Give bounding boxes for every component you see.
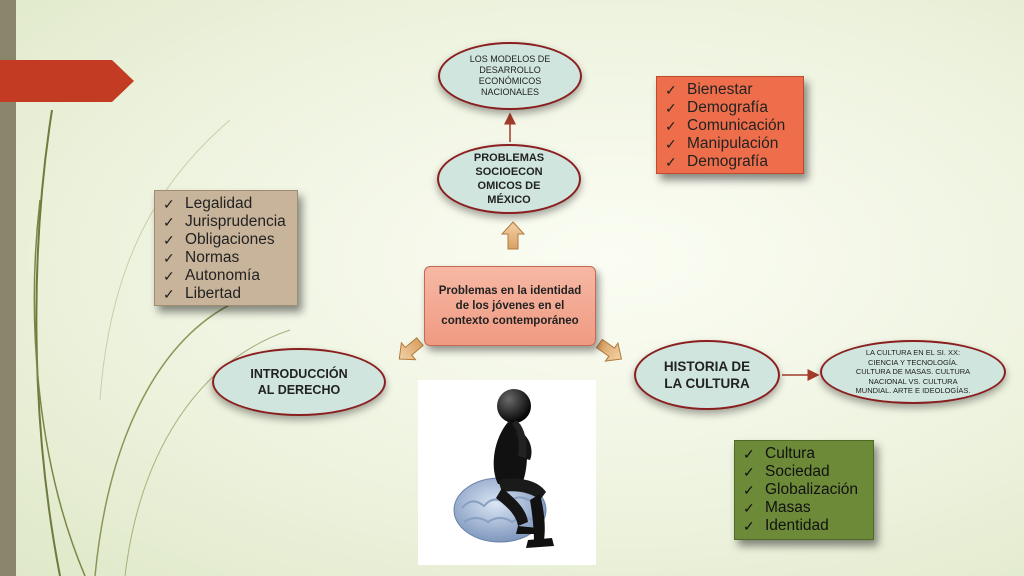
- check-icon: ✓: [665, 118, 677, 134]
- list-cultura-item: ✓Identidad: [743, 517, 829, 534]
- red-arrow-tab: [0, 60, 134, 102]
- block-arrow-right: [595, 338, 623, 362]
- check-icon: ✓: [743, 482, 755, 498]
- central-topic-box: Problemas en la identidad de los jóvenes…: [424, 266, 596, 346]
- list-socioeconomico: ✓Bienestar ✓Demografía ✓Comunicación ✓Ma…: [656, 76, 804, 174]
- block-arrow-left: [398, 337, 424, 361]
- list-derecho-item: ✓Normas: [163, 249, 240, 266]
- check-icon: ✓: [665, 136, 677, 152]
- left-accent-bar: [0, 0, 16, 576]
- thinker-on-brain-image: [418, 380, 596, 565]
- check-icon: ✓: [743, 500, 755, 516]
- list-derecho-item: ✓Autonomía: [163, 267, 260, 284]
- check-icon: ✓: [163, 214, 175, 230]
- list-derecho: ✓Legalidad ✓Jurisprudencia ✓Obligaciones…: [154, 190, 298, 306]
- list-socio-item: ✓Bienestar: [665, 81, 753, 98]
- check-icon: ✓: [163, 286, 175, 302]
- thinker-illustration: [453, 389, 554, 548]
- list-socio-item: ✓Manipulación: [665, 135, 779, 152]
- list-cultura: ✓Cultura ✓Sociedad ✓Globalización ✓Masas…: [734, 440, 874, 540]
- node-cultura-siglo-xx: LA CULTURA EN EL SI. XX: CIENCIA Y TECNO…: [820, 340, 1006, 404]
- list-derecho-item: ✓Obligaciones: [163, 231, 275, 248]
- list-derecho-item: ✓Jurisprudencia: [163, 213, 286, 230]
- list-cultura-item: ✓Cultura: [743, 445, 815, 462]
- check-icon: ✓: [163, 232, 175, 248]
- list-socio-item: ✓Comunicación: [665, 117, 786, 134]
- check-icon: ✓: [163, 250, 175, 266]
- list-cultura-item: ✓Globalización: [743, 481, 859, 498]
- check-icon: ✓: [163, 268, 175, 284]
- check-icon: ✓: [163, 196, 175, 212]
- check-icon: ✓: [743, 518, 755, 534]
- central-topic-label: Problemas en la identidad de los jóvenes…: [438, 284, 582, 327]
- check-icon: ✓: [665, 154, 677, 170]
- node-problemas-label: PROBLEMAS SOCIOECON OMICOS DE MÉXICO: [473, 152, 545, 206]
- node-cultura-siglo-label: LA CULTURA EN EL SI. XX: CIENCIA Y TECNO…: [855, 348, 971, 396]
- list-cultura-item: ✓Masas: [743, 499, 811, 516]
- check-icon: ✓: [665, 82, 677, 98]
- node-problemas-socioeconomicos: PROBLEMAS SOCIOECON OMICOS DE MÉXICO: [437, 144, 581, 214]
- node-historia-label: HISTORIA DE LA CULTURA: [663, 359, 751, 391]
- list-derecho-item: ✓Legalidad: [163, 195, 253, 212]
- list-socio-item: ✓Demografía: [665, 153, 768, 170]
- node-introduccion-derecho: INTRODUCCIÓN AL DERECHO: [212, 348, 386, 416]
- node-historia-cultura: HISTORIA DE LA CULTURA: [634, 340, 780, 410]
- list-socio-item: ✓Demografía: [665, 99, 768, 116]
- node-modelos-label: LOS MODELOS DE DESARROLLO ECONÓMICOS NAC…: [469, 54, 551, 97]
- check-icon: ✓: [743, 464, 755, 480]
- node-modelos-desarrollo: LOS MODELOS DE DESARROLLO ECONÓMICOS NAC…: [438, 42, 582, 110]
- block-arrow-up: [500, 221, 526, 250]
- decorative-curves: [33, 109, 291, 576]
- check-icon: ✓: [665, 100, 677, 116]
- list-cultura-item: ✓Sociedad: [743, 463, 830, 480]
- list-derecho-item: ✓Libertad: [163, 285, 242, 302]
- node-introduccion-label: INTRODUCCIÓN AL DERECHO: [250, 367, 348, 397]
- check-icon: ✓: [743, 446, 755, 462]
